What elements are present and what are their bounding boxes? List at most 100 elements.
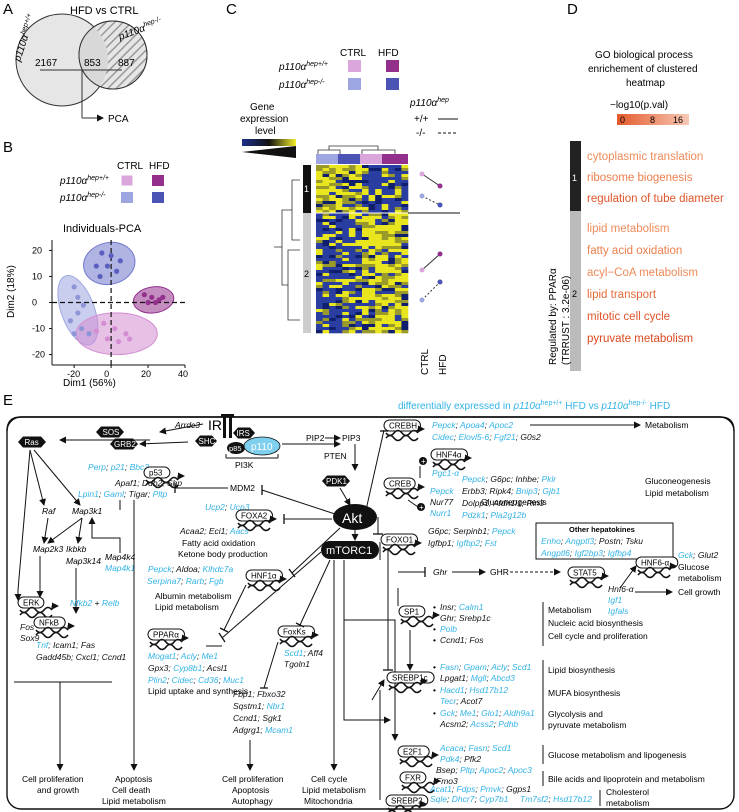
pca-row2-label: p110αhep-/- [59, 192, 106, 204]
pca-point-s4-3 [123, 331, 129, 337]
lipid-bio-out: Lipid biosynthesis [548, 665, 615, 675]
gene-level-3: level [255, 126, 276, 137]
mtorc1-node [321, 541, 379, 559]
p53-genes-1: Perp; p21; Bbc3 [88, 462, 149, 472]
srebp2-tf [385, 794, 429, 807]
erk-genes-2: Sox9 [20, 633, 40, 643]
hnf4a-genes-3: Dolpp1; Aldh1l1; Rin3 [462, 498, 544, 508]
panel-e-header: differentially expressed in p110αhep+/+ … [398, 400, 670, 412]
hnf4a-genes-2: Erbb3; Ripk4; Bnip3; Gjb1 [462, 486, 561, 496]
grb2-node [110, 438, 138, 450]
ppara-genes-2: Gpx3; Cyp8b1; Acsl1 [148, 663, 228, 673]
pca-point-s2-5 [67, 318, 74, 324]
heatmap-hfd-header: HFD [378, 48, 399, 59]
crebh-genes-2: Cidec; Elovl5-6; Fgf21; G0s2 [432, 432, 541, 442]
pca-point-s2-6 [78, 325, 85, 332]
nfkb-tf-label: NFkB [39, 619, 59, 628]
pca-point-s1-3 [117, 258, 123, 264]
legend-swatch-pp-ctrl [120, 174, 134, 187]
irs-node-label: IRS [237, 429, 250, 438]
pca-point-s1-5 [93, 263, 99, 269]
creb-genes-1: Pgc1-α [432, 468, 460, 478]
pca-point-s2-7 [86, 331, 92, 337]
go-term-c2-2: fatty acid oxidation [587, 245, 682, 257]
foxks-genes-1: Scd1; Aff4 [284, 648, 323, 658]
ppara-genes-1: Mogat1; Acly; Me1 [148, 651, 218, 661]
hnf6-out-2: metabolism [678, 573, 721, 583]
apoptosis-out-2: Cell death [112, 785, 151, 795]
hnf6-genes: Gck; Glut2 [678, 550, 718, 560]
go-title-3: heatmap [626, 78, 665, 89]
stat5-genes-2: Igf1 [608, 595, 622, 605]
p53-genes-3: Lpin1; Gaml; Tigar; Pltp [78, 489, 168, 499]
p85-node [227, 442, 245, 454]
legend-swatch-mm-ctrl [121, 192, 133, 203]
panel-d: D GO biological process enrichement of c… [548, 1, 724, 371]
srebp2-tf-label: SREBP2 [391, 797, 423, 806]
autophagy-out-2: Apoptosis [232, 785, 269, 795]
sp1-out-3: Cell cycle and proliferation [548, 631, 648, 641]
mtor-genes-1: Fbp1; Fbxo32 [233, 689, 286, 699]
pca-point-s3-2 [149, 294, 155, 300]
edge-10 [41, 517, 49, 544]
go-cluster2: 2 [572, 289, 577, 299]
panel-a-letter: A [3, 1, 13, 18]
mtor-ppara [221, 551, 322, 639]
edge-2 [139, 440, 189, 448]
hnf1a-genes-2: Serpina7; Rarb; Fgb [147, 576, 224, 586]
hnf4a-genes-4: Pdzk1; Pla2g12b [462, 510, 527, 520]
pval-scale-label: −log10(p.val) [610, 100, 668, 111]
go-title-1: GO biological process [595, 50, 693, 61]
creb-genes-4: Nurr1 [430, 508, 452, 518]
edge-6 [339, 487, 351, 506]
akt-hnf1a [291, 527, 341, 574]
go-term-c1-3: regulation of tube diameter [587, 193, 724, 205]
sp1-b1: • [433, 602, 436, 612]
cellcycle-out-3: Mitochondria [304, 796, 353, 806]
panel-c: C CTRL HFD p110αhep+/+ p110αhep-/- Gene … [226, 1, 460, 375]
pval-tick-16: 16 [673, 115, 683, 125]
edge-16 [14, 449, 31, 601]
fxr-genes-2: Fmo3 [436, 776, 458, 786]
hnf1a-out-2: Lipid metabolism [155, 602, 219, 612]
erk-tf-label: ERK [23, 599, 40, 608]
go-term-c1-2: ribosome biogenesis [587, 172, 693, 184]
sp1-out-2: Nucleic acid biosynthesis [548, 618, 643, 628]
ppara-genes-3: Plin2; Cidec; Cd36; Muc1 [148, 675, 244, 685]
foxa2-genes-1: Ucp2; Ucp3 [205, 502, 250, 512]
prolif-out-2: and growth [37, 785, 79, 795]
pca-point-s3-4 [152, 299, 159, 306]
shc-node-label: SHC [199, 437, 216, 446]
srebp-genes-2: Lpgat1; Mgll; Abcd3 [440, 673, 515, 683]
foxks-tf-label: FoxKs [283, 628, 306, 637]
go-term-c2-6: pyruvate metabolism [587, 333, 693, 345]
foxo1-genes-2: Igfbp1; Igfbp2; Fst [428, 538, 497, 548]
pca-xlabel: Dim1 (56%) [63, 378, 116, 389]
go-term-c1-1: cytoplasmic translation [587, 151, 703, 163]
gene-level-wedge [242, 146, 296, 158]
autophagy-out-3: Autophagy [232, 796, 273, 806]
legend-swatch-mm-hfd [152, 192, 164, 203]
venn-overlap [79, 21, 108, 89]
pdk1-node [322, 475, 350, 487]
pca-point-s2-4 [75, 310, 81, 316]
pca-point-s2-2 [75, 294, 81, 300]
panel-b: B CTRL HFD p110αhep+/+ p110αhep-/- Indiv… [3, 139, 188, 389]
sp1-out-1: Metabolism [548, 605, 591, 615]
plus-2: + [419, 503, 424, 512]
foxo1-tf-label: FOXO1 [386, 536, 414, 545]
other-genes-1: Enho; Angptl3; Postn; Tsku [541, 536, 643, 546]
pca-row1-label: p110αhep+/+ [59, 175, 109, 187]
p110-node [243, 436, 281, 456]
pca-point-s4-4 [104, 336, 111, 342]
hnf6-tf [635, 556, 679, 569]
foxks-genes-2: Tgoln1 [284, 659, 310, 669]
pval-gradient [617, 114, 689, 125]
other-genes-2: Angptl6; Igf2bp3; Igfbp4 [540, 548, 632, 558]
regulated-by: Regulated by: PPARα [548, 268, 559, 365]
stat5-tf-label: STAT5 [573, 569, 597, 578]
pca-point-s2-1 [71, 284, 77, 290]
pca-ytick-4: -20 [32, 350, 45, 360]
legend-swatch-pp-hfd [152, 175, 164, 186]
